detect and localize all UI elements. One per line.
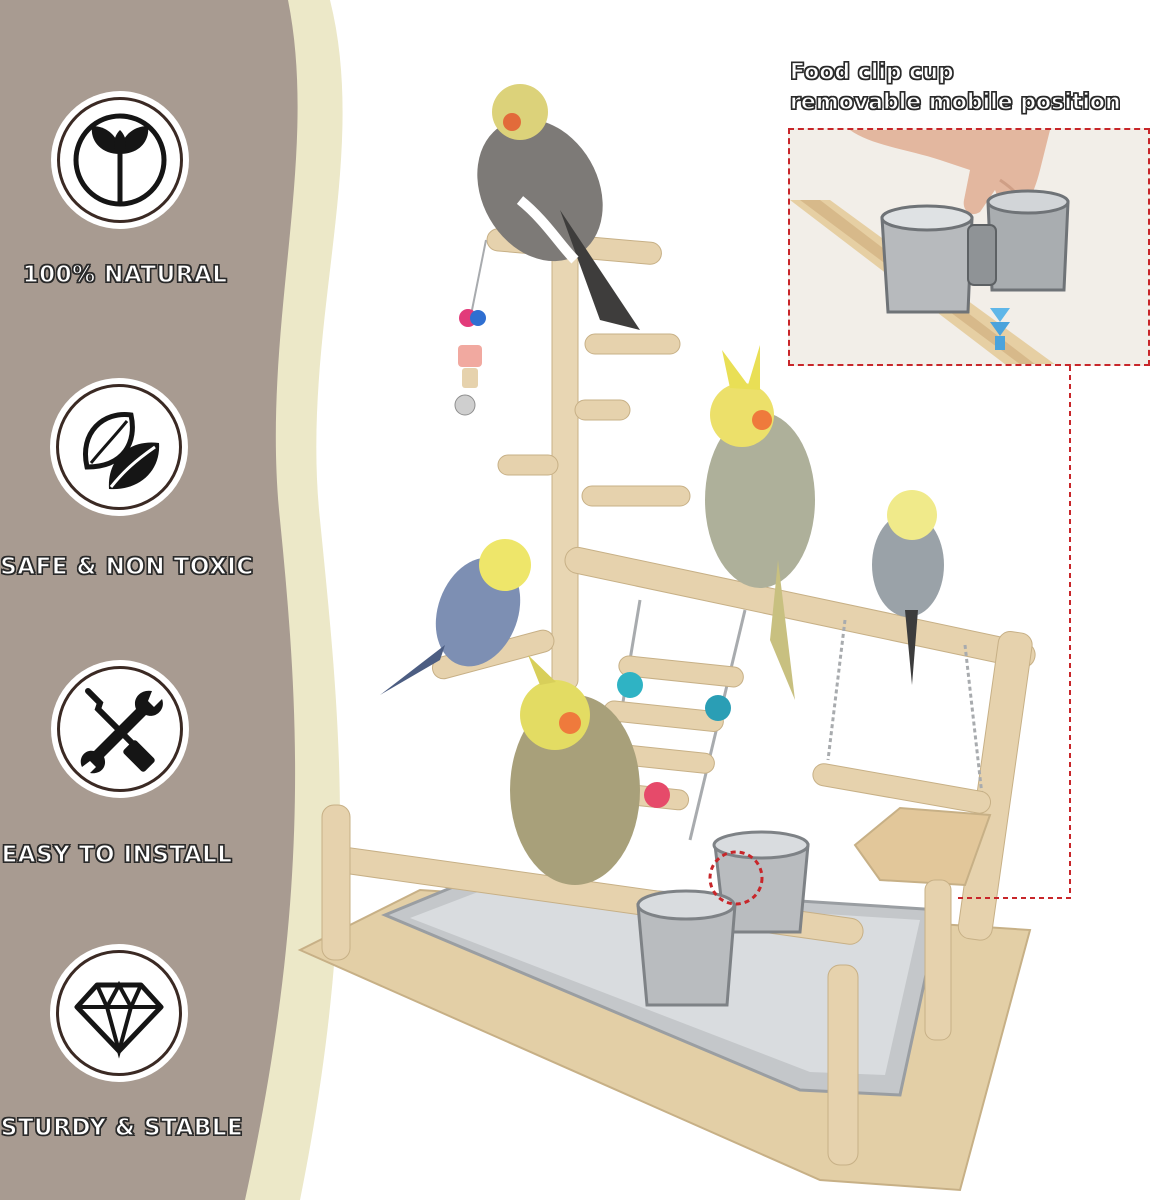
tools-icon [57, 666, 183, 792]
cockatiel-top [477, 84, 640, 330]
cockatiel-front [510, 655, 640, 885]
clip-cup-detail-illustration [790, 130, 1148, 364]
feeding-cups [636, 830, 810, 1007]
feature-label-safe: SAFE & NON TOXIC [0, 553, 254, 580]
budgie-left [380, 539, 531, 695]
sprout-icon [57, 97, 183, 223]
callout-line-1: Food clip cup [789, 59, 954, 85]
callout-detail-photo [788, 128, 1150, 366]
callout-connector [958, 366, 1071, 899]
budgie-right [872, 490, 944, 685]
feature-label-sturdy: STURDY & STABLE [0, 1114, 244, 1141]
leaf-icon [56, 384, 182, 510]
feature-label-install: EASY TO INSTALL [1, 841, 233, 868]
callout-title: Food clip cup removable mobile position [789, 58, 1164, 118]
feature-label-natural: 100% NATURAL [22, 261, 228, 288]
perch-stand-illustration [297, 84, 1036, 1192]
cockatiel-middle [705, 345, 815, 700]
diamond-icon [56, 950, 182, 1076]
callout-line-2: removable mobile position [789, 89, 1121, 115]
taupe-panel [0, 0, 298, 1200]
wood-platform [853, 806, 992, 887]
